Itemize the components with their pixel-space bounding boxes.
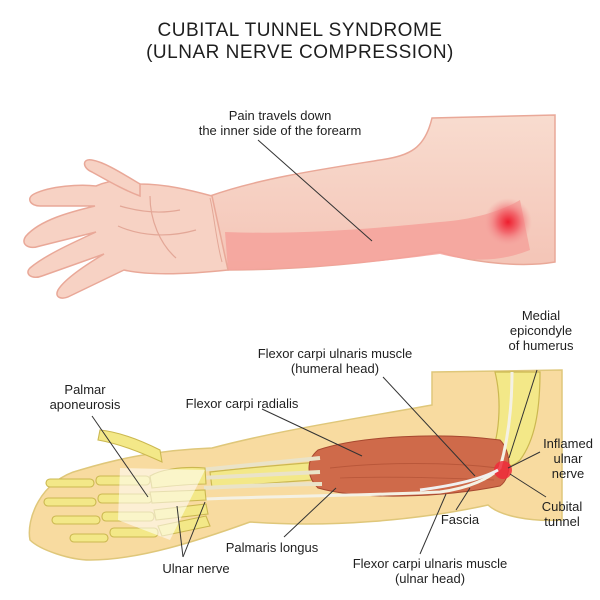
flexor-muscles [308,435,510,497]
label-ulnar-nerve: Ulnar nerve [162,561,230,576]
top-hand [23,179,229,299]
elbow-pain-spot [484,198,532,246]
top-thumb [83,159,141,198]
label-fcu-ulnar: Flexor carpi ulnaris muscle (ulnar head) [352,556,508,586]
palmar-aponeurosis [118,468,205,540]
label-palmar-aponeurosis: Palmar aponeurosis [49,382,121,412]
label-fcu-humeral: Flexor carpi ulnaris muscle (humeral hea… [257,346,413,376]
pain-label: Pain travels down the inner side of the … [198,108,362,138]
label-palmaris-longus: Palmaris longus [225,540,319,555]
ulnar-nerve-line [179,371,514,502]
label-fascia: Fascia [440,512,480,527]
label-medial-epicondyle: Medial epicondyle of humerus [508,308,574,353]
title-line-1: CUBITAL TUNNEL SYNDROME [157,20,443,41]
label-inflamed-ulnar-nerve: Inflamed ulnar nerve [543,436,593,481]
title-line-2: (ULNAR NERVE COMPRESSION) [146,42,454,63]
label-flexor-carpi-radialis: Flexor carpi radialis [185,396,299,411]
pain-band [225,200,530,270]
inflamed-spot [494,461,512,479]
label-cubital-tunnel: Cubital tunnel [541,499,583,529]
